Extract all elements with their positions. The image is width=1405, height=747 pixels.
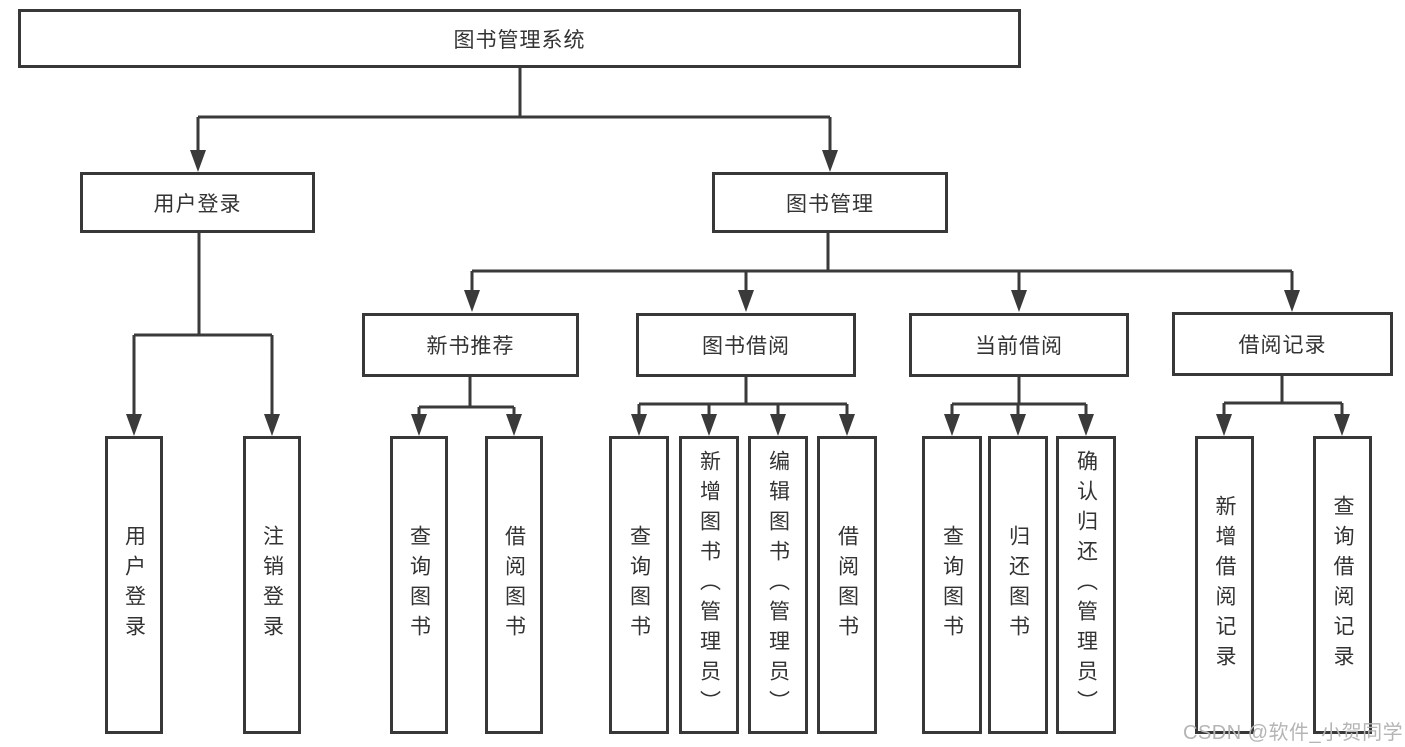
node-borrow-records: 借阅记录 — [1172, 312, 1393, 376]
leaf-add-borrow-record: 新增借阅记录 — [1195, 436, 1254, 734]
leaf-query-books-borrow: 查询图书 — [609, 436, 669, 734]
leaf-logout: 注销登录 — [243, 436, 301, 734]
leaf-edit-book-admin: 编辑图书（管理员） — [748, 436, 808, 734]
node-library-system: 图书管理系统 — [18, 9, 1021, 68]
leaf-borrow-books: 借阅图书 — [817, 436, 877, 734]
node-current-borrowing: 当前借阅 — [909, 313, 1129, 377]
leaf-user-login: 用户登录 — [105, 436, 163, 734]
leaf-query-books-recommend: 查询图书 — [390, 436, 448, 734]
leaf-add-book-admin: 新增图书（管理员） — [679, 436, 739, 734]
node-user-login: 用户登录 — [80, 172, 315, 233]
leaf-query-borrow-record: 查询借阅记录 — [1313, 436, 1372, 734]
leaf-confirm-return-admin: 确认归还（管理员） — [1056, 436, 1116, 734]
leaf-borrow-books-recommend: 借阅图书 — [485, 436, 543, 734]
csdn-watermark: CSDN @软件_小贺同学 — [1183, 722, 1404, 744]
node-new-book-recommend: 新书推荐 — [362, 313, 579, 377]
leaf-return-books: 归还图书 — [988, 436, 1048, 734]
node-book-borrowing: 图书借阅 — [636, 313, 856, 377]
leaf-query-books-current: 查询图书 — [922, 436, 982, 734]
node-book-management: 图书管理 — [712, 172, 948, 233]
